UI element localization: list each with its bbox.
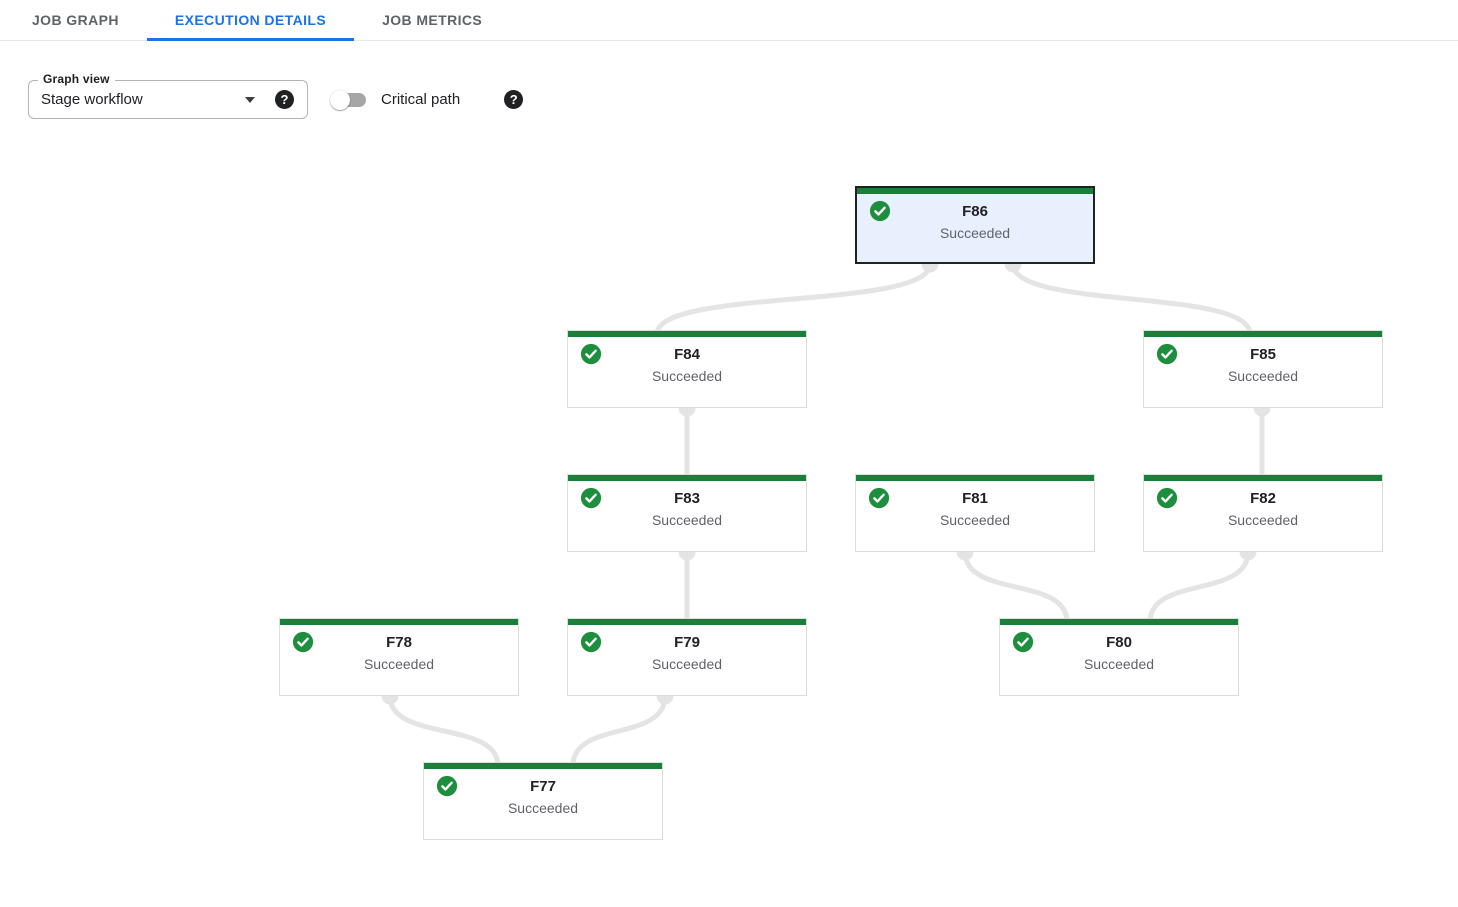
status-color-bar (857, 188, 1093, 194)
critical-path-toggle[interactable] (330, 89, 368, 110)
edge-F79-F77 (570, 693, 668, 769)
stage-node-title: F80 (1106, 634, 1132, 651)
edge-F81-F80 (962, 549, 1070, 625)
stage-node-status: Succeeded (939, 512, 1011, 528)
edge-F86-F84 (654, 261, 933, 337)
edge-F82-F80 (1147, 549, 1251, 625)
stage-node-status: Succeeded (1227, 368, 1299, 384)
status-color-bar (568, 475, 806, 481)
status-color-bar (280, 619, 518, 625)
tab-job-metrics-label: JOB METRICS (382, 12, 483, 28)
graph-toolbar: Graph view Stage workflow ? Critical pat… (0, 41, 1458, 119)
stage-node-status: Succeeded (1083, 656, 1155, 672)
stage-node-title: F83 (674, 490, 700, 507)
stage-node-status: Succeeded (939, 225, 1011, 241)
tab-job-graph[interactable]: JOB GRAPH (4, 0, 147, 40)
graph-view-selected-value: Stage workflow (41, 91, 143, 108)
status-color-bar (1000, 619, 1238, 625)
toggle-knob (330, 89, 350, 110)
status-color-bar (568, 619, 806, 625)
stage-node-title: F84 (674, 346, 700, 363)
graph-view-help-icon[interactable]: ? (275, 90, 294, 109)
check-circle-icon (436, 775, 458, 797)
stage-node-status: Succeeded (363, 656, 435, 672)
stage-node-title: F82 (1250, 490, 1276, 507)
stage-node-title: F85 (1250, 346, 1276, 363)
stage-node-title: F79 (674, 634, 700, 651)
stage-node-status: Succeeded (651, 512, 723, 528)
stage-node-title: F78 (386, 634, 412, 651)
tab-execution-details-label: EXECUTION DETAILS (174, 12, 327, 28)
stage-node-status: Succeeded (1227, 512, 1299, 528)
edge-F78-F77 (387, 693, 501, 769)
check-circle-icon (580, 487, 602, 509)
status-color-bar (1144, 475, 1382, 481)
check-circle-icon (869, 200, 891, 222)
check-circle-icon (580, 343, 602, 365)
stage-node-title: F77 (530, 778, 556, 795)
edge-F86-F85 (1010, 261, 1253, 337)
status-color-bar (856, 475, 1094, 481)
critical-path-control: Critical path ? (330, 80, 524, 119)
critical-path-label: Critical path (381, 91, 461, 108)
check-circle-icon (580, 631, 602, 653)
tab-job-graph-label: JOB GRAPH (32, 12, 119, 28)
tab-job-metrics[interactable]: JOB METRICS (354, 0, 510, 40)
check-circle-icon (1012, 631, 1034, 653)
stage-node-status: Succeeded (651, 368, 723, 384)
graph-view-field-label: Graph view (38, 72, 115, 86)
check-circle-icon (292, 631, 314, 653)
arrow-drop-down-icon (245, 96, 255, 103)
stage-node-title: F81 (962, 490, 988, 507)
stage-node-status: Succeeded (651, 656, 723, 672)
check-circle-icon (868, 487, 890, 509)
stage-node-status: Succeeded (507, 800, 579, 816)
status-color-bar (424, 763, 662, 769)
stage-node-title: F86 (962, 203, 988, 220)
check-circle-icon (1156, 343, 1178, 365)
status-color-bar (1144, 331, 1382, 337)
tab-bar: JOB GRAPH EXECUTION DETAILS JOB METRICS (0, 0, 1458, 41)
status-color-bar (568, 331, 806, 337)
critical-path-help-icon[interactable]: ? (504, 90, 524, 109)
tab-execution-details[interactable]: EXECUTION DETAILS (146, 0, 355, 41)
check-circle-icon (1156, 487, 1178, 509)
graph-view-select[interactable]: Graph view Stage workflow ? (28, 72, 308, 119)
